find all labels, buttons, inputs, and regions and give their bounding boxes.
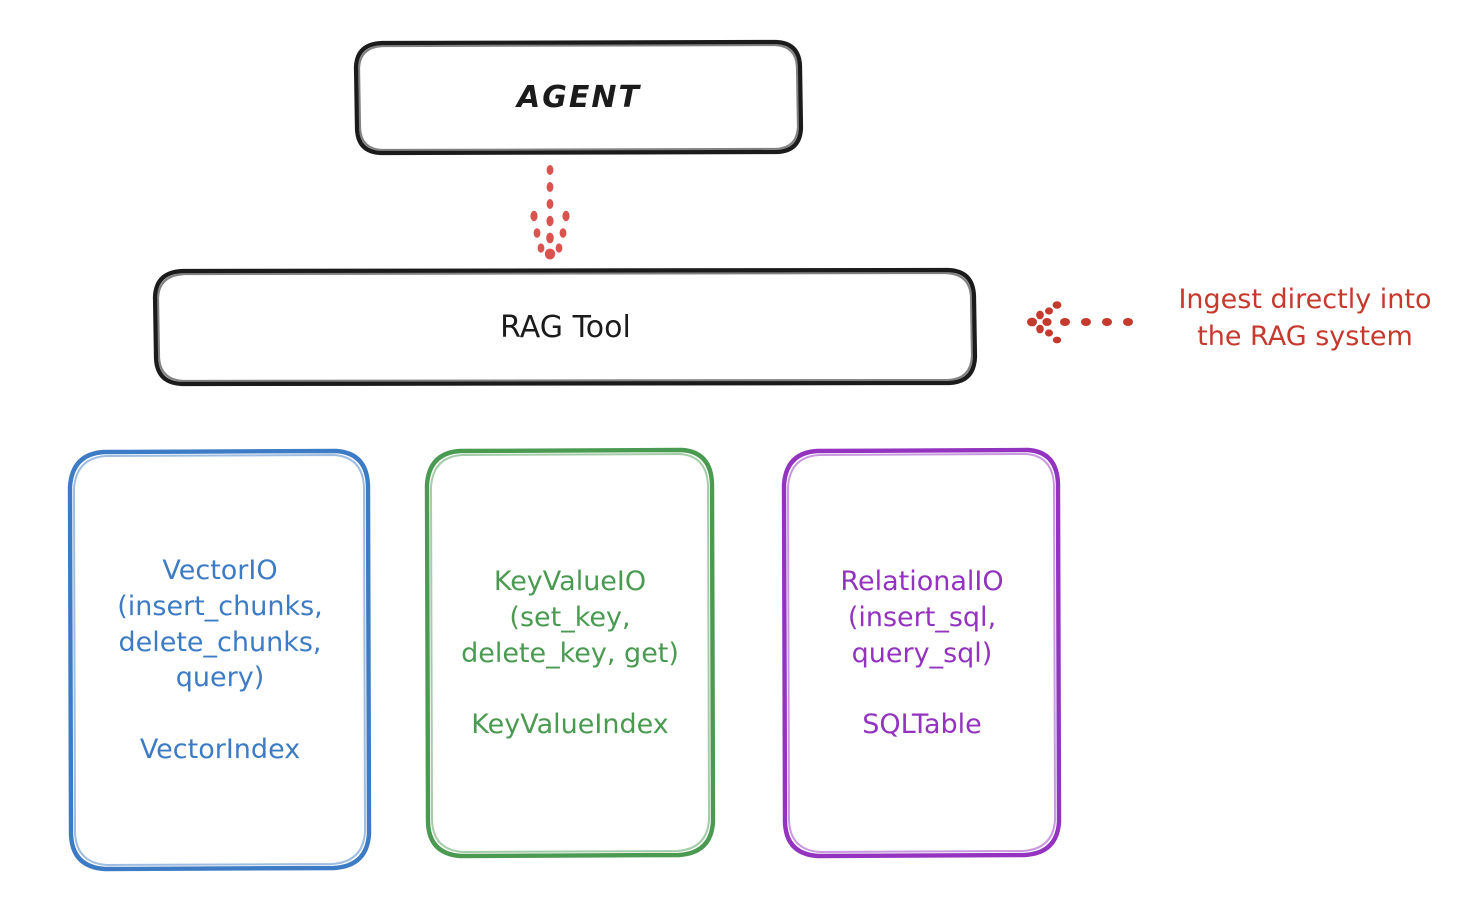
keyvalue-io-node-shape[interactable] <box>424 447 716 859</box>
ingest-arrow-connector <box>1027 301 1133 344</box>
agent-to-rag-connector <box>530 165 570 260</box>
vector-io-node-shape[interactable] <box>67 448 372 872</box>
rag-tool-node-shape[interactable] <box>152 267 978 387</box>
relational-io-node-shape[interactable] <box>781 447 1062 859</box>
agent-node-shape[interactable] <box>353 39 804 156</box>
